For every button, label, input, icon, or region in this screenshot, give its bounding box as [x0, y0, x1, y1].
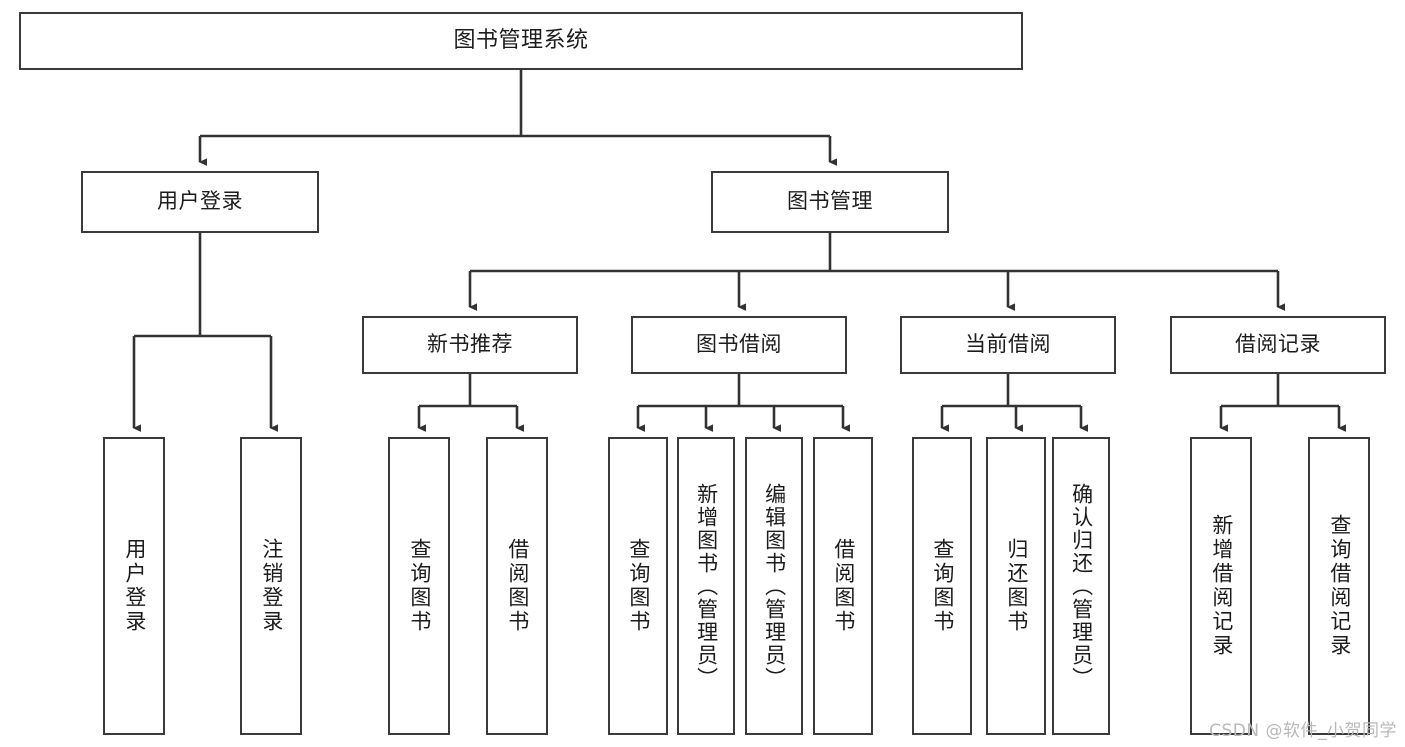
node-leaf-borrow-lend[interactable]: 借阅图书: [813, 437, 873, 735]
node-leaf-rec-borrow[interactable]: 借阅图书: [486, 437, 548, 735]
node-leaf-user-login[interactable]: 用户登录: [103, 437, 165, 735]
node-label: 图书管理: [787, 189, 873, 214]
node-leaf-rec-add[interactable]: 新增借阅记录: [1190, 437, 1252, 735]
node-book-borrow[interactable]: 图书借阅: [631, 316, 847, 374]
node-label: 图书借阅: [696, 332, 782, 357]
node-root[interactable]: 图书管理系统: [19, 12, 1023, 70]
node-label: 注销登录: [259, 538, 284, 634]
node-leaf-user-logout[interactable]: 注销登录: [240, 437, 302, 735]
node-label: 查询图书: [930, 538, 955, 634]
watermark: CSDN @软件_小贺同学: [1209, 721, 1397, 741]
node-label: 确认归还（管理员）: [1069, 482, 1094, 690]
node-label: 用户登录: [122, 538, 147, 634]
node-label: 新增借阅记录: [1209, 514, 1234, 658]
node-label: 归还图书: [1004, 538, 1029, 634]
node-label: 用户登录: [157, 189, 243, 214]
node-leaf-rec-search[interactable]: 查询借阅记录: [1308, 437, 1370, 735]
node-leaf-borrow-add[interactable]: 新增图书（管理员）: [677, 437, 735, 735]
node-label: 借阅记录: [1235, 332, 1321, 357]
node-label: 查询图书: [407, 538, 432, 634]
node-label: 查询借阅记录: [1327, 514, 1352, 658]
node-user-login[interactable]: 用户登录: [81, 171, 319, 233]
node-new-book-rec[interactable]: 新书推荐: [362, 316, 578, 374]
node-label: 查询图书: [626, 538, 651, 634]
node-leaf-borrow-edit[interactable]: 编辑图书（管理员）: [745, 437, 803, 735]
node-leaf-cur-return[interactable]: 归还图书: [986, 437, 1046, 735]
node-label: 图书管理系统: [453, 27, 589, 53]
node-label: 新书推荐: [427, 332, 513, 357]
node-label: 借阅图书: [505, 538, 530, 634]
node-label: 当前借阅: [965, 332, 1051, 357]
node-leaf-cur-query[interactable]: 查询图书: [912, 437, 972, 735]
node-leaf-cur-confirm[interactable]: 确认归还（管理员）: [1052, 437, 1110, 735]
node-label: 借阅图书: [831, 538, 856, 634]
node-label: 编辑图书（管理员）: [762, 482, 787, 690]
node-label: 新增图书（管理员）: [694, 482, 719, 690]
node-leaf-rec-query[interactable]: 查询图书: [388, 437, 450, 735]
node-borrow-record[interactable]: 借阅记录: [1170, 316, 1386, 374]
node-current-borrow[interactable]: 当前借阅: [900, 316, 1116, 374]
node-book-manage[interactable]: 图书管理: [711, 171, 949, 233]
node-leaf-borrow-query[interactable]: 查询图书: [608, 437, 668, 735]
